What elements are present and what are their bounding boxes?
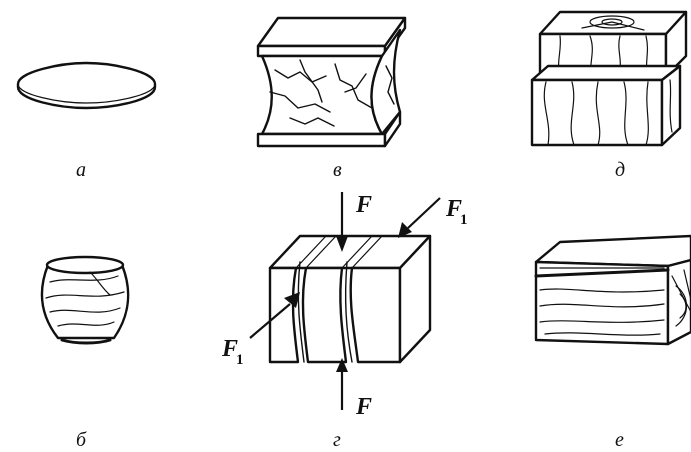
panel-label-g: г bbox=[333, 429, 341, 451]
axial-force-bottom-arrow bbox=[336, 358, 348, 410]
buckled-block-specimen bbox=[256, 16, 407, 148]
lateral-force-bottom-arrow bbox=[249, 292, 300, 339]
force-label-top-axial: F bbox=[355, 192, 372, 218]
panel-label-e: е bbox=[615, 429, 624, 451]
split-cube-specimen bbox=[530, 10, 688, 147]
split-log-specimen bbox=[534, 234, 691, 346]
force-subscript-top-lateral: 1 bbox=[460, 212, 468, 228]
force-subscript-bottom-lateral: 1 bbox=[236, 352, 244, 368]
force-label-bottom-axial: F bbox=[355, 394, 372, 420]
flattened-disc-specimen bbox=[16, 61, 157, 110]
shear-specimen bbox=[268, 234, 432, 364]
force-label-top-lateral: F bbox=[445, 196, 462, 222]
lateral-force-top-arrow bbox=[398, 197, 441, 238]
barrel-specimen bbox=[40, 255, 130, 345]
force-label-bottom-lateral: F bbox=[221, 336, 238, 362]
panel-label-d: д bbox=[615, 159, 625, 181]
axial-force-top-arrow bbox=[336, 192, 348, 252]
panel-label-a: а bbox=[76, 159, 86, 181]
panel-label-v: в bbox=[333, 159, 342, 181]
panel-label-b: б bbox=[76, 429, 87, 451]
